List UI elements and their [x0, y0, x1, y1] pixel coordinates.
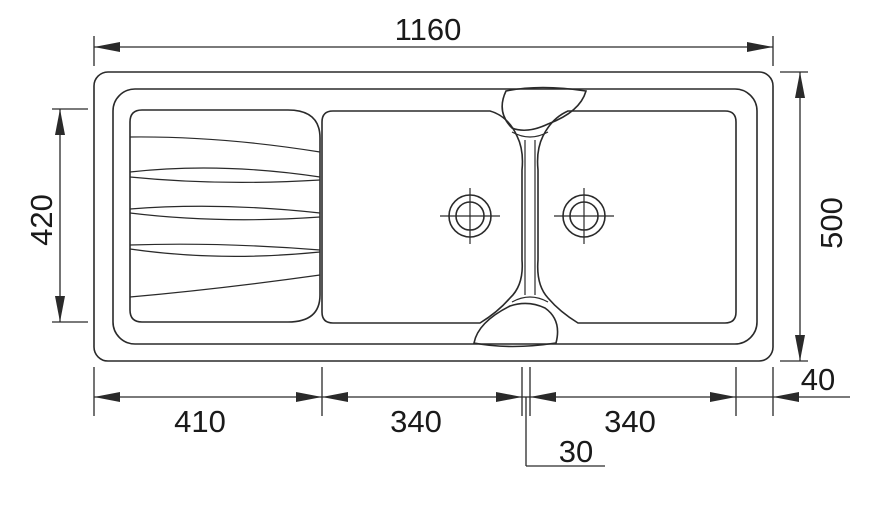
drain-right: [554, 188, 614, 244]
label-bowl2-width: 340: [604, 404, 656, 439]
bowl-divider: [511, 131, 549, 303]
label-inner-depth: 420: [24, 194, 59, 246]
dim-overall-width: [93, 36, 774, 66]
dim-bottom-chain: [93, 367, 850, 467]
dim-overall-depth: [780, 71, 808, 362]
sink-inner-surface: [112, 88, 758, 345]
label-bowl1-width: 340: [390, 404, 442, 439]
label-rim-margin: 40: [801, 362, 835, 397]
drain-left: [440, 188, 500, 244]
label-divider-width: 30: [559, 434, 593, 469]
overflow-lobe-top: [501, 86, 588, 132]
sink-outer-rim: [93, 71, 774, 362]
label-drainer-width: 410: [174, 404, 226, 439]
label-overall-width: 1160: [395, 12, 462, 47]
overflow-lobe-bottom: [473, 302, 559, 348]
left-bowl: [321, 110, 524, 324]
drainer-board: [129, 109, 321, 323]
dim-inner-depth: [52, 108, 88, 323]
label-overall-depth: 500: [814, 197, 849, 249]
right-bowl: [536, 110, 737, 324]
drainer-grooves: [129, 136, 321, 298]
